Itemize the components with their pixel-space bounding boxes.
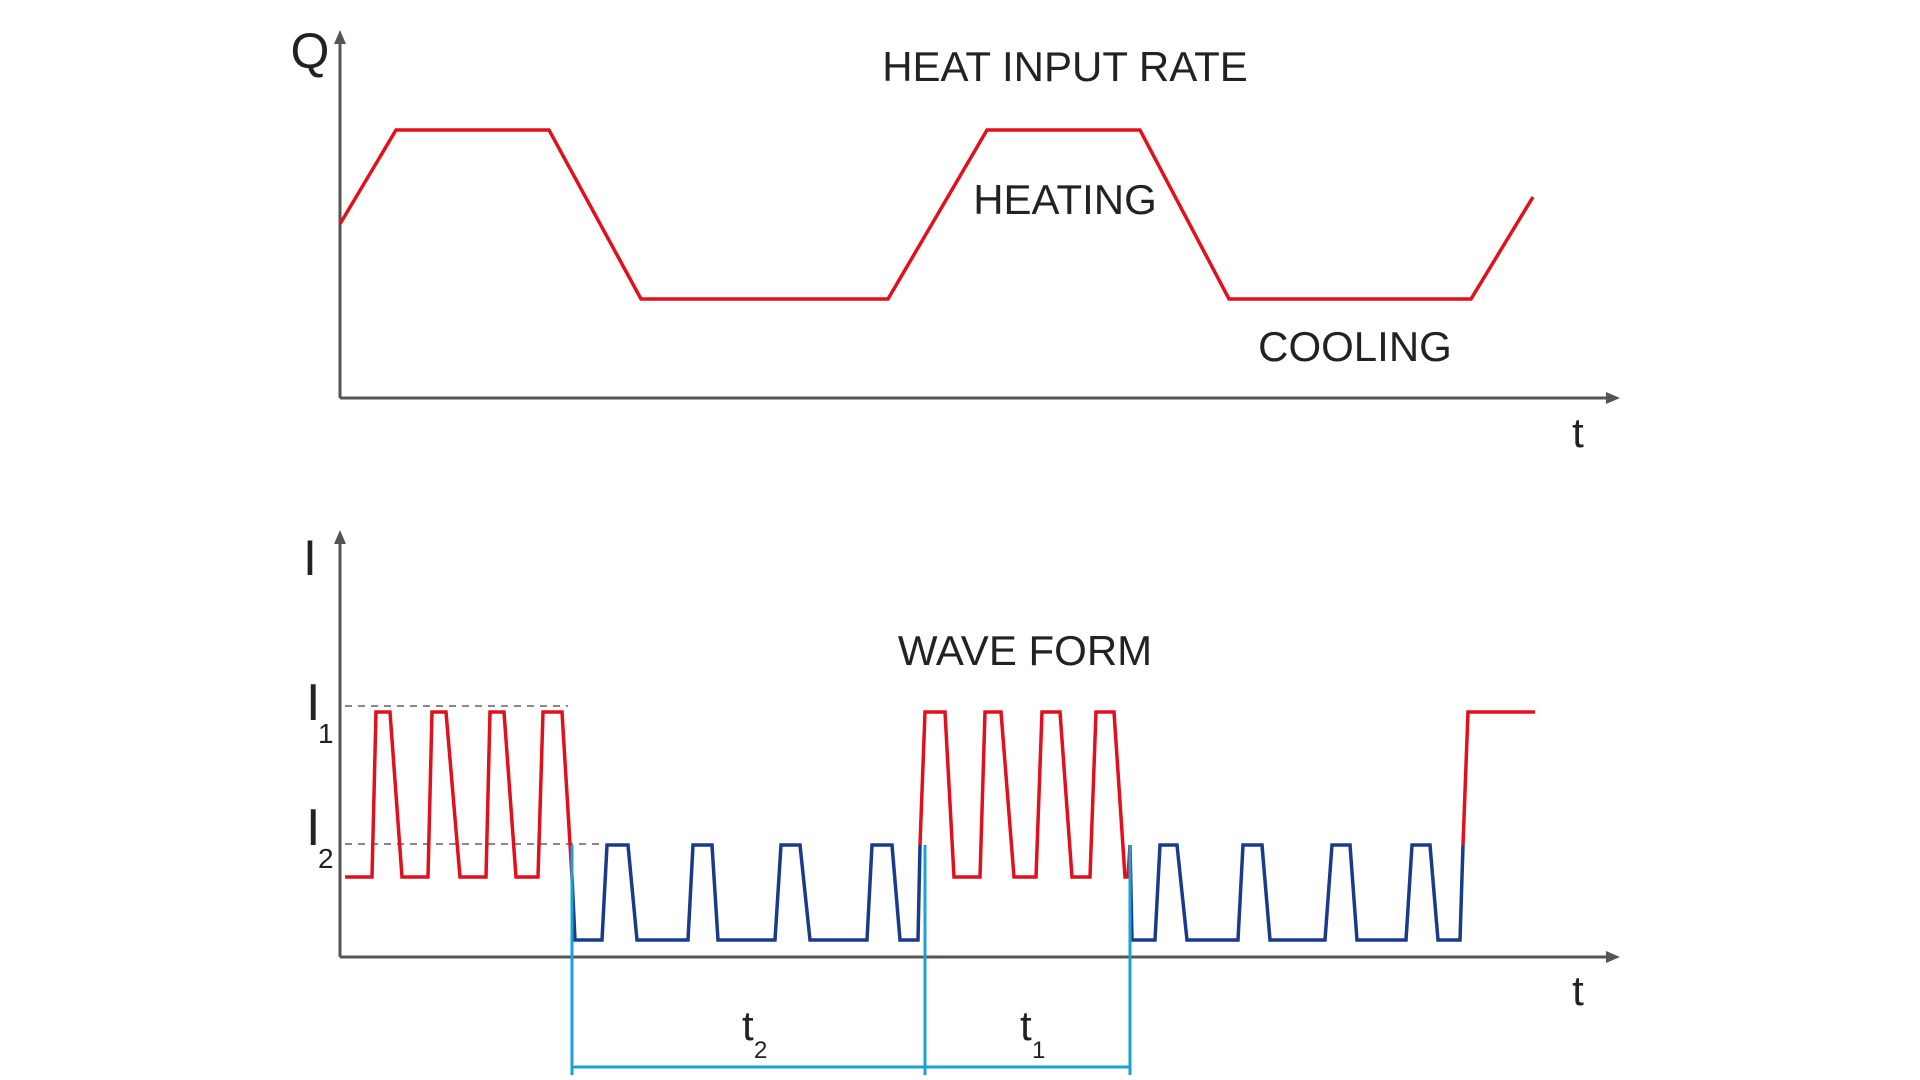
level-1-label: I 1 [306, 674, 334, 749]
pulse-train-heating-3 [1461, 710, 1535, 846]
heating-label: HEATING [973, 176, 1157, 223]
interval-2-sub: 2 [754, 1037, 767, 1064]
cooling-label: COOLING [1258, 323, 1452, 370]
wave-form-panel: I t WAVE FORM I 1 I 2 t 2 t [303, 530, 1620, 1075]
level-1-sub: 1 [318, 718, 334, 749]
level-1-main: I [306, 674, 320, 732]
t-axis-top-arrow [1606, 392, 1620, 404]
q-axis-arrow [334, 30, 346, 44]
q-axis-label: Q [291, 23, 330, 79]
interval-1-main: t [1020, 1002, 1032, 1049]
pulse-train-cooling-1 [570, 843, 922, 942]
interval-2-main: t [742, 1002, 754, 1049]
interval-1-sub: 1 [1032, 1037, 1045, 1064]
heat-input-title: HEAT INPUT RATE [882, 43, 1248, 90]
t-axis-top-label: t [1572, 409, 1584, 456]
i-axis-arrow [334, 530, 346, 544]
level-2-sub: 2 [318, 843, 334, 874]
i-axis-label: I [303, 530, 317, 586]
interval-1-label: t 1 [1020, 1002, 1045, 1064]
t-axis-bottom-label: t [1572, 967, 1584, 1014]
level-2-label: I 2 [306, 799, 334, 874]
wave-form-title: WAVE FORM [898, 627, 1152, 674]
heat-input-panel: Q t HEAT INPUT RATE HEATING COOLING [291, 23, 1620, 456]
pulse-train-heating-2 [918, 710, 1132, 879]
pulse-train-cooling-2 [1128, 843, 1465, 942]
t-axis-bottom-arrow [1606, 951, 1620, 963]
level-2-main: I [306, 799, 320, 857]
heat-input-curve [338, 128, 1535, 301]
pulse-train-heating-1 [345, 710, 574, 879]
interval-2-label: t 2 [742, 1002, 767, 1064]
